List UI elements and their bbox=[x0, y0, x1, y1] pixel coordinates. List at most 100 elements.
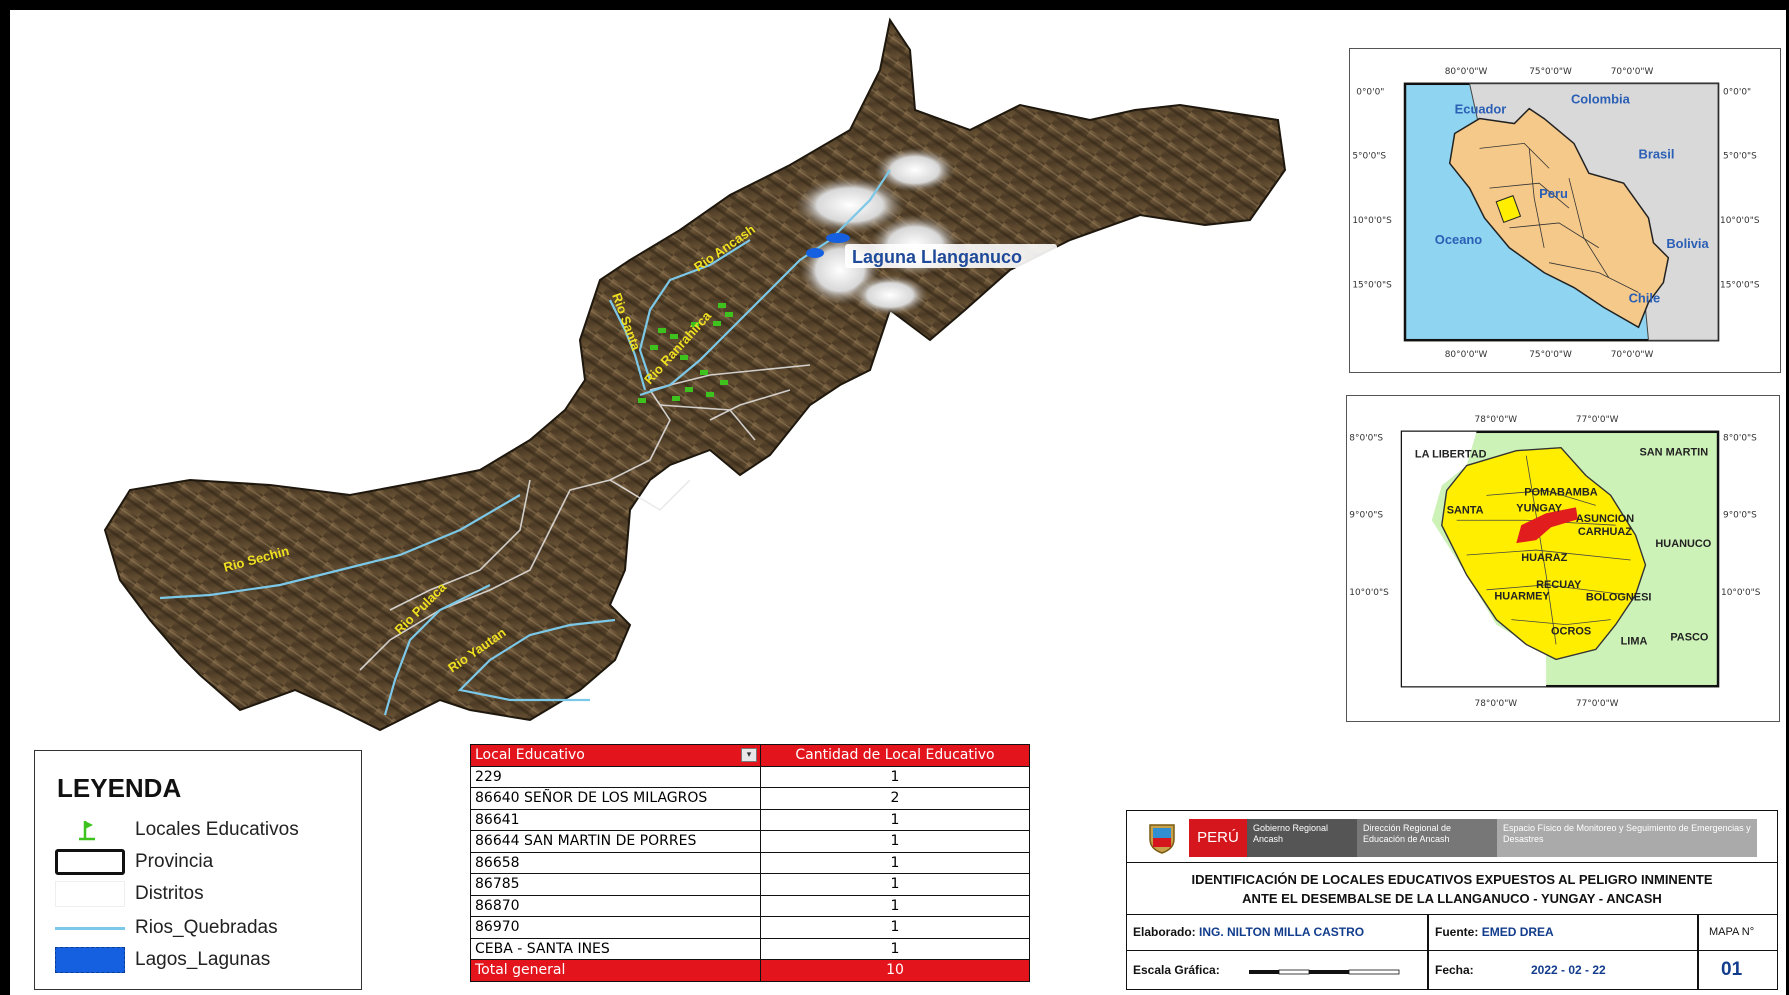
lake-llanganuco bbox=[806, 233, 850, 258]
province-label: PASCO bbox=[1670, 631, 1709, 643]
region-lines bbox=[1479, 142, 1639, 293]
province-label: POMABAMBA bbox=[1524, 486, 1598, 498]
mapa-number: 01 bbox=[1721, 959, 1743, 980]
total-label: Total general bbox=[470, 959, 761, 982]
lake-label-bg bbox=[845, 244, 1057, 268]
cell-local: 86658 bbox=[470, 851, 761, 874]
river-yautan bbox=[457, 618, 616, 702]
school-marker bbox=[670, 334, 678, 339]
legend-label: Distritos bbox=[135, 883, 204, 904]
school-marker bbox=[700, 370, 708, 375]
province-label: OCROS bbox=[1551, 626, 1591, 638]
legend-label: Rios_Quebradas bbox=[135, 917, 278, 938]
filter-dropdown-icon[interactable]: ▾ bbox=[741, 748, 757, 762]
cell-local: CEBA - SANTA INES bbox=[470, 937, 761, 960]
direccion-regional-logo: Dirección Regional de Educación de Ancas… bbox=[1357, 819, 1497, 857]
school-marker bbox=[672, 396, 680, 401]
column-header-count: Cantidad de Local Educativo bbox=[760, 744, 1030, 767]
legend-label: Provincia bbox=[135, 851, 214, 872]
lon-tick-label: 78°0'0"W bbox=[1475, 699, 1518, 709]
school-markers bbox=[638, 303, 733, 403]
map-title-line: ANTE EL DESEMBALSE DE LA LLANGANUCO - YU… bbox=[1242, 891, 1662, 906]
province-symbol bbox=[55, 849, 125, 875]
ancash-polygon bbox=[1441, 446, 1647, 661]
lat-tick-label: 8°0'0"S bbox=[1723, 434, 1757, 444]
lat-tick-label: 0°0'0" bbox=[1723, 88, 1751, 98]
school-marker bbox=[713, 321, 721, 326]
cell-count: 1 bbox=[760, 894, 1030, 917]
cell-count: 1 bbox=[760, 808, 1030, 831]
cell-count: 1 bbox=[760, 873, 1030, 896]
cell-local: 86644 SAN MARTIN DE PORRES bbox=[470, 830, 761, 853]
country-label: Peru bbox=[1539, 186, 1568, 201]
title-block: PERÚ Gobierno Regional Ancash Dirección … bbox=[1126, 810, 1778, 990]
school-marker bbox=[718, 303, 726, 308]
legend-item: Distritos bbox=[55, 879, 355, 909]
legend: LEYENDA Locales Educativos Provincia Dis… bbox=[34, 750, 362, 990]
main-map: Laguna Llanganuco Rio Ancash bbox=[10, 10, 1330, 755]
lon-tick-label: 75°0'0"W bbox=[1529, 350, 1572, 360]
lon-tick-label: 70°0'0"W bbox=[1611, 350, 1654, 360]
province-polygon bbox=[103, 17, 1287, 732]
inset-map-peru: Ecuador Colombia Brasil Peru Oceano Boli… bbox=[1349, 48, 1781, 373]
legend-item: Rios_Quebradas bbox=[55, 913, 355, 943]
column-header-local: Local Educativo ▾ bbox=[470, 744, 761, 767]
fuente-label: Fuente: bbox=[1435, 925, 1479, 939]
cell-local: 86970 bbox=[470, 916, 761, 939]
fecha-value: 2022 - 02 - 22 bbox=[1531, 963, 1606, 977]
elaborado-value: ING. NILTON MILLA CASTRO bbox=[1199, 925, 1365, 939]
province-label: HUARAZ bbox=[1521, 552, 1567, 564]
river-pulaca bbox=[383, 584, 491, 716]
emed-logo: Espacio Físico de Monitoreo y Seguimient… bbox=[1497, 819, 1757, 857]
total-value: 10 bbox=[760, 959, 1030, 982]
peru-coat-of-arms-icon bbox=[1149, 824, 1175, 854]
cell-local: 229 bbox=[470, 765, 761, 788]
school-marker bbox=[691, 322, 699, 327]
lake-label: Laguna Llanganuco bbox=[852, 247, 1022, 267]
legend-label: Lagos_Lagunas bbox=[135, 949, 271, 970]
lon-tick-label: 77°0'0"W bbox=[1576, 415, 1619, 425]
district-symbol bbox=[55, 881, 125, 907]
country-label: Oceano bbox=[1435, 232, 1482, 247]
legend-item: Provincia bbox=[55, 847, 355, 877]
legend-item: Lagos_Lagunas bbox=[55, 945, 355, 975]
schools-table: Local Educativo ▾ Cantidad de Local Educ… bbox=[470, 744, 1030, 982]
snow-peak bbox=[852, 275, 928, 315]
map-sheet: Laguna Llanganuco Rio Ancash bbox=[10, 10, 1786, 995]
lat-tick-label: 9°0'0"S bbox=[1723, 510, 1757, 520]
school-marker bbox=[680, 355, 688, 360]
cell-count: 1 bbox=[760, 830, 1030, 853]
inset-map-ancash: LA LIBERTAD SAN MARTIN SANTA HUANUCO HUA… bbox=[1346, 395, 1780, 722]
cell-count: 1 bbox=[760, 937, 1030, 960]
fuente-field: Fuente: EMED DREA bbox=[1431, 925, 1558, 939]
cell-count: 1 bbox=[760, 765, 1030, 788]
escala-label: Escala Gráfica: bbox=[1133, 963, 1220, 977]
ancash-highlight bbox=[1495, 195, 1522, 223]
province-label: LIMA bbox=[1621, 635, 1648, 647]
elaborado-label: Elaborado: bbox=[1133, 925, 1196, 939]
lat-tick-label: 10°0'0"S bbox=[1720, 216, 1760, 226]
gobierno-regional-logo: Gobierno Regional Ancash bbox=[1247, 819, 1357, 857]
title-block-row: Elaborado: ING. NILTON MILLA CASTRO Fuen… bbox=[1127, 915, 1777, 951]
peru-polygon bbox=[1448, 107, 1670, 329]
country-label: Brasil bbox=[1639, 146, 1675, 161]
mapa-label: MAPA N° bbox=[1709, 926, 1755, 938]
lat-tick-label: 10°0'0"S bbox=[1721, 588, 1761, 598]
fuente-value: EMED DREA bbox=[1481, 925, 1554, 939]
table-header-row: Local Educativo ▾ Cantidad de Local Educ… bbox=[470, 744, 1030, 767]
lat-tick-label: 15°0'0"S bbox=[1352, 281, 1392, 291]
cell-count: 2 bbox=[760, 787, 1030, 810]
yungay-highlight bbox=[1516, 507, 1578, 544]
cell-local: 86870 bbox=[470, 894, 761, 917]
lat-tick-label: 9°0'0"S bbox=[1349, 510, 1383, 520]
snow-peak bbox=[875, 148, 955, 192]
lat-tick-label: 5°0'0"S bbox=[1352, 151, 1386, 161]
column-header-label: Local Educativo bbox=[475, 747, 585, 764]
